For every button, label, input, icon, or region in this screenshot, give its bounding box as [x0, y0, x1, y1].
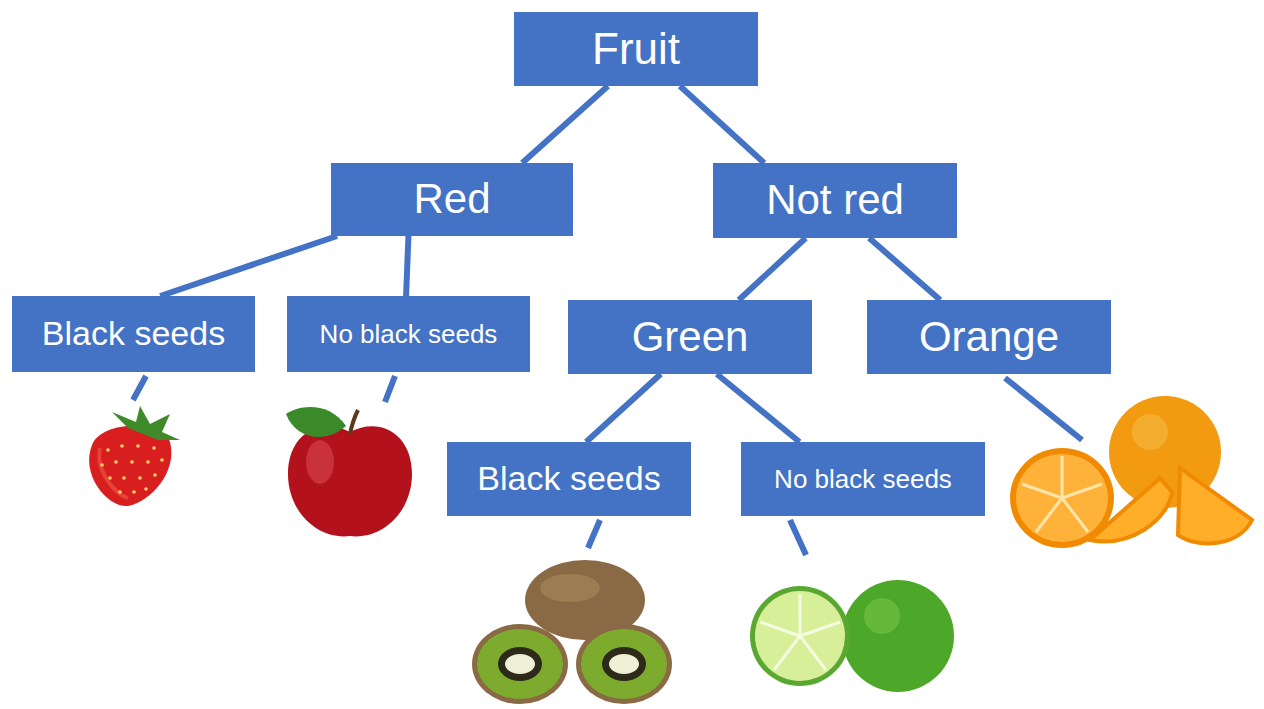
category-box: Fruit [514, 12, 758, 86]
orange-wedge [1178, 468, 1252, 543]
orange-wedge [1090, 478, 1172, 541]
leader-line [790, 520, 806, 555]
leader-line [133, 376, 146, 400]
box-label: Green [632, 314, 749, 360]
tree-branch [406, 236, 408, 296]
strawberry-leaves [112, 406, 180, 440]
apple-body [288, 426, 412, 536]
tree-branch [522, 86, 608, 163]
leader-line [588, 520, 600, 548]
box-label: No black seeds [320, 320, 498, 349]
box-label: Black seeds [42, 315, 225, 352]
apple-stem [350, 410, 358, 434]
kiwi-picture [472, 560, 672, 704]
lime-half [750, 586, 850, 686]
box-label: Black seeds [477, 460, 660, 497]
orange-picture [1010, 396, 1252, 548]
category-box: Not red [713, 163, 957, 238]
apple-picture [286, 407, 412, 536]
box-label: Fruit [592, 25, 680, 73]
category-box: Green [568, 300, 812, 374]
category-box: Orange [867, 300, 1111, 374]
category-box: Red [331, 163, 573, 236]
category-box: Black seeds [447, 442, 691, 516]
leader-line [385, 376, 395, 402]
kiwi-half [576, 624, 672, 704]
leader-line [1005, 378, 1082, 440]
leader-lines [133, 376, 1082, 555]
tree-branch [586, 374, 661, 442]
box-label: Not red [766, 177, 904, 223]
box-label: No black seeds [774, 465, 952, 494]
lime-picture [750, 580, 954, 692]
tree-branch [869, 238, 940, 300]
category-box: No black seeds [741, 442, 985, 516]
tree-branch [680, 86, 764, 163]
tree-branch [739, 238, 806, 300]
tree-branch [160, 236, 337, 296]
tree-branch [717, 374, 800, 442]
box-label: Orange [919, 314, 1059, 360]
category-box: Black seeds [12, 296, 255, 372]
apple-leaf [286, 407, 346, 437]
lime-whole [842, 580, 954, 692]
category-box: No black seeds [287, 296, 530, 372]
strawberry-seeds [100, 444, 164, 494]
kiwi-half [472, 624, 568, 704]
box-label: Red [413, 176, 490, 222]
strawberry-picture [89, 406, 180, 506]
